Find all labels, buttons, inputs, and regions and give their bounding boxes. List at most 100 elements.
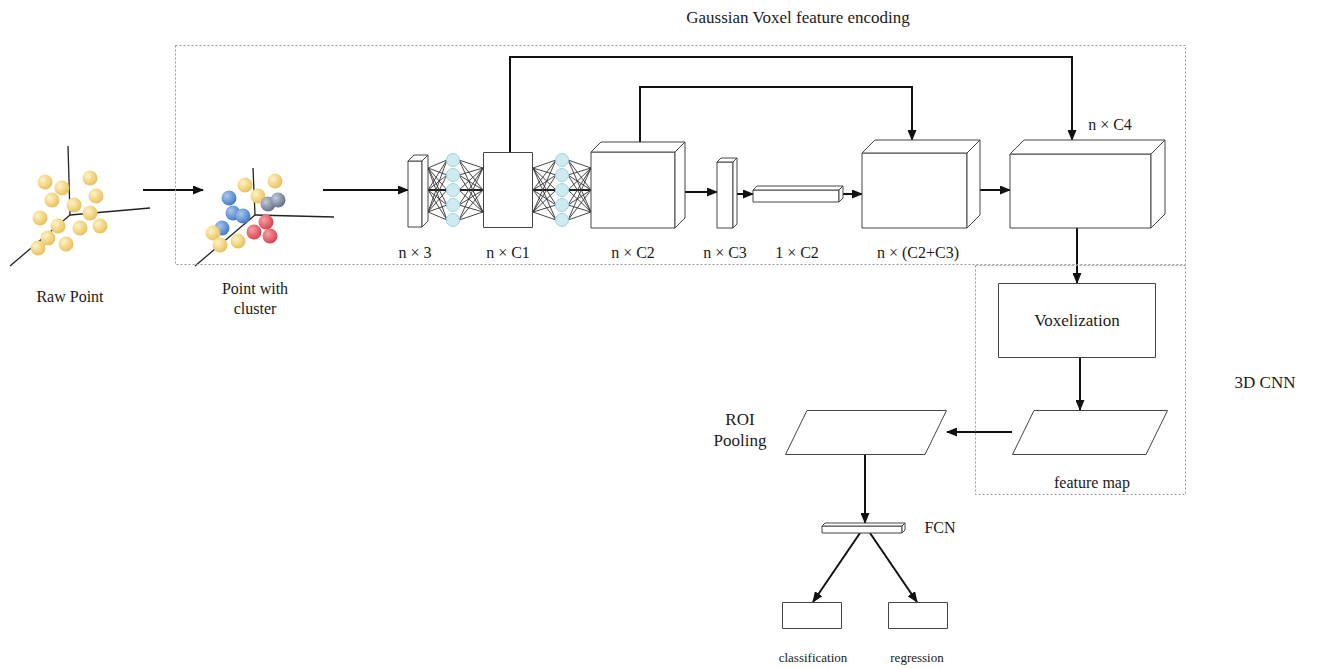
fan-line [533,212,556,220]
point [222,191,237,206]
shape-face [862,140,980,153]
shape-face [422,155,428,227]
point [268,174,283,189]
fan-line [533,175,556,190]
fan-line [568,212,591,220]
fan-line [533,168,556,205]
fan-line [568,205,591,212]
shape-outline [1012,410,1168,455]
shape-face [822,526,902,533]
shape-outline [717,158,737,228]
shape-face [408,161,422,227]
arrow-connector [737,193,753,195]
feature-vector: 1 × C2 [753,186,843,202]
point [93,219,108,234]
arrow-connector [685,191,717,193]
point [55,181,70,196]
neuron [447,154,460,167]
point [238,178,253,193]
illustration-node: Raw Point [5,140,143,270]
shape-face [839,186,843,202]
shape-face [753,186,843,190]
point [67,198,82,213]
shape-face [753,190,839,202]
point [45,193,60,208]
block-label: Gaussian Voxel feature encoding [588,7,1008,28]
output-box: classification [782,602,842,629]
fan-line [533,205,556,212]
block-label: FCN [915,518,965,538]
shape-outline [785,410,947,455]
feature-block: n × C3 [717,158,737,228]
block-label: n × (C2+C3) [863,243,973,263]
shape-face [733,158,737,228]
point-cloud [31,171,286,256]
fan-line [533,190,556,220]
shape-face [862,153,967,228]
shape-face [889,603,948,629]
block-label: feature map [1032,473,1152,493]
block-label: 1 × C2 [762,243,832,263]
block-label: 3D CNN [1220,372,1310,393]
neuron [447,169,460,182]
fan-line [568,175,591,190]
arrow-connector [864,455,866,523]
neuron [447,214,460,227]
shape-outline [591,142,685,228]
neuron [556,214,569,227]
encoding-region: Gaussian Voxel feature encodingPoint wit… [175,45,1186,265]
shape-outline [782,602,842,629]
block-label: regression [877,650,957,666]
fan-line [428,212,447,220]
fan-line [459,205,483,212]
shape-outline [1010,140,1165,228]
shape-face [1010,154,1151,228]
shape-face [1010,140,1165,154]
shape-outline [483,152,533,228]
point [83,206,98,221]
feature-block: n × (C2+C3) [862,140,980,228]
fan-line [533,160,556,212]
fan-line [459,175,483,190]
arrow-connector [1076,228,1078,283]
point [33,211,48,226]
block-label: Raw Point [10,287,130,307]
illustration-node: Point with cluster [203,165,323,270]
shape-face [591,152,675,228]
fan-line [568,190,591,191]
fan-line [459,168,483,205]
feature-block: n × C1 [483,152,533,228]
point [51,219,66,234]
feature-block: n × C2 [591,142,685,228]
arrow-connector [843,193,862,195]
shape-face [591,142,685,152]
fan-line [533,190,556,205]
shape-face [786,411,947,455]
mlp-fan [428,154,591,227]
box-text: Voxelization [998,283,1156,358]
neuron [556,199,569,212]
output-box: regression [888,602,948,629]
arrow-connector [813,533,860,602]
shape-outline [408,155,428,227]
fan-line [428,190,447,220]
point [213,238,228,253]
fan-line [459,190,483,191]
point [89,189,104,204]
neuron [447,184,460,197]
block-label: ROI Pooling [704,409,776,452]
point [38,175,53,190]
point [31,241,46,256]
shape-face [902,523,905,533]
arrow-connector [870,533,917,602]
fan-line [459,190,483,220]
block-label: classification [765,650,861,666]
region-outline [976,266,1186,495]
point [83,171,98,186]
shape-face [717,162,733,228]
fan-line [459,190,483,205]
process-box: Voxelization [998,283,1156,358]
shape-face [484,153,533,228]
point [263,229,278,244]
shape-face [822,523,905,526]
